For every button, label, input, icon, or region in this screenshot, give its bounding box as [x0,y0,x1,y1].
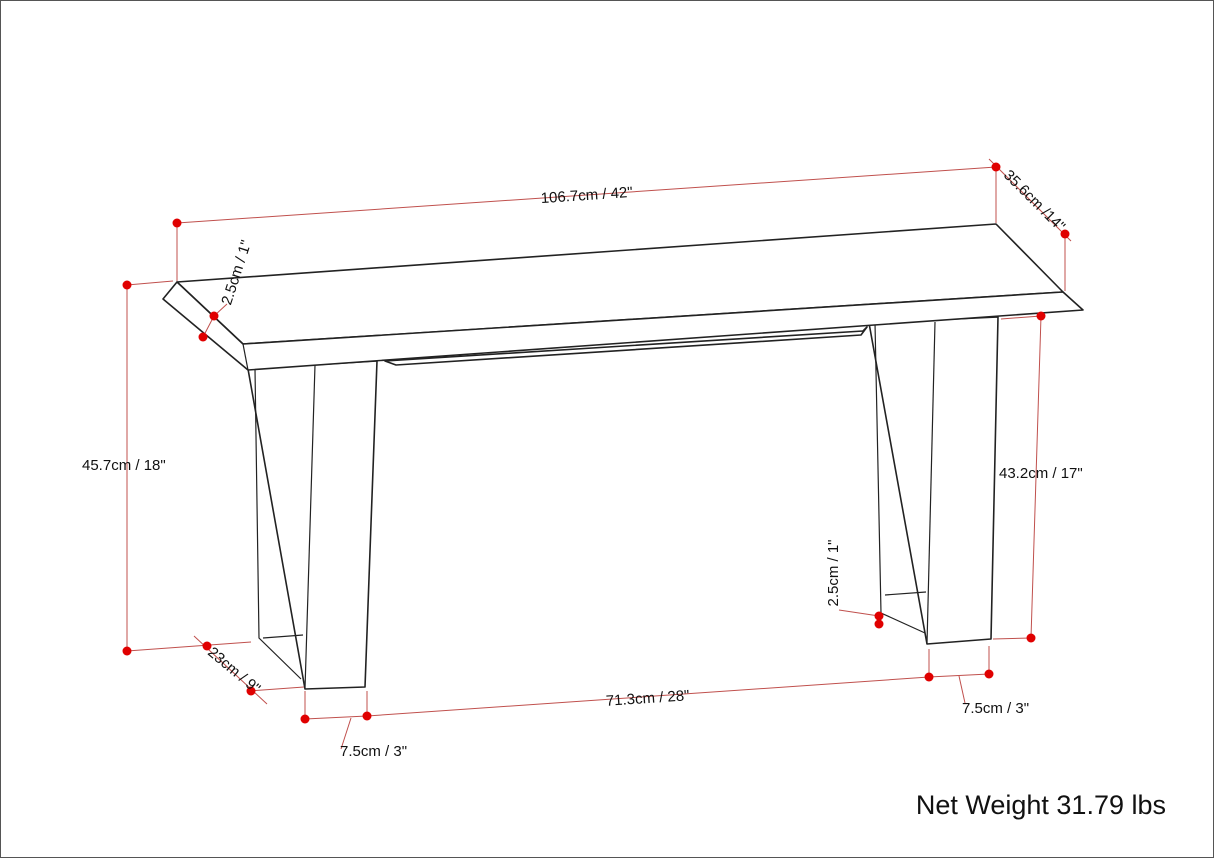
left-leg-outline [247,360,378,690]
right-leg-base-line [884,591,927,596]
left-leg-width-label: 7.5cm / 3" [340,743,407,760]
leg-height-label: 43.2cm / 17" [999,465,1083,482]
dimension-markers [122,162,1070,724]
bench-drawing [162,223,1084,690]
right-leg-width-label: 7.5cm / 3" [962,700,1029,717]
right-leg-front-edge [926,321,936,645]
bench-top [162,223,1084,371]
left-leg-inner-edge [254,368,302,680]
depth-label: 35.6cm /14" [1000,167,1068,235]
between-legs-label: 71.3cm / 28" [605,687,690,710]
net-weight-label: Net Weight 31.79 lbs [916,790,1166,820]
base-thickness-label: 2.5cm / 1" [825,539,842,606]
overall-width-label: 106.7cm / 42" [540,184,633,207]
leg-depth-label: 23cm / 9" [204,644,263,697]
overall-height-label: 45.7cm / 18" [82,457,166,474]
bench-top-front-corner [242,343,249,371]
left-leg-front-edge [304,364,316,690]
left-leg [247,360,378,690]
left-leg-base-line [262,634,304,639]
right-leg [868,316,999,645]
apron [384,326,868,366]
